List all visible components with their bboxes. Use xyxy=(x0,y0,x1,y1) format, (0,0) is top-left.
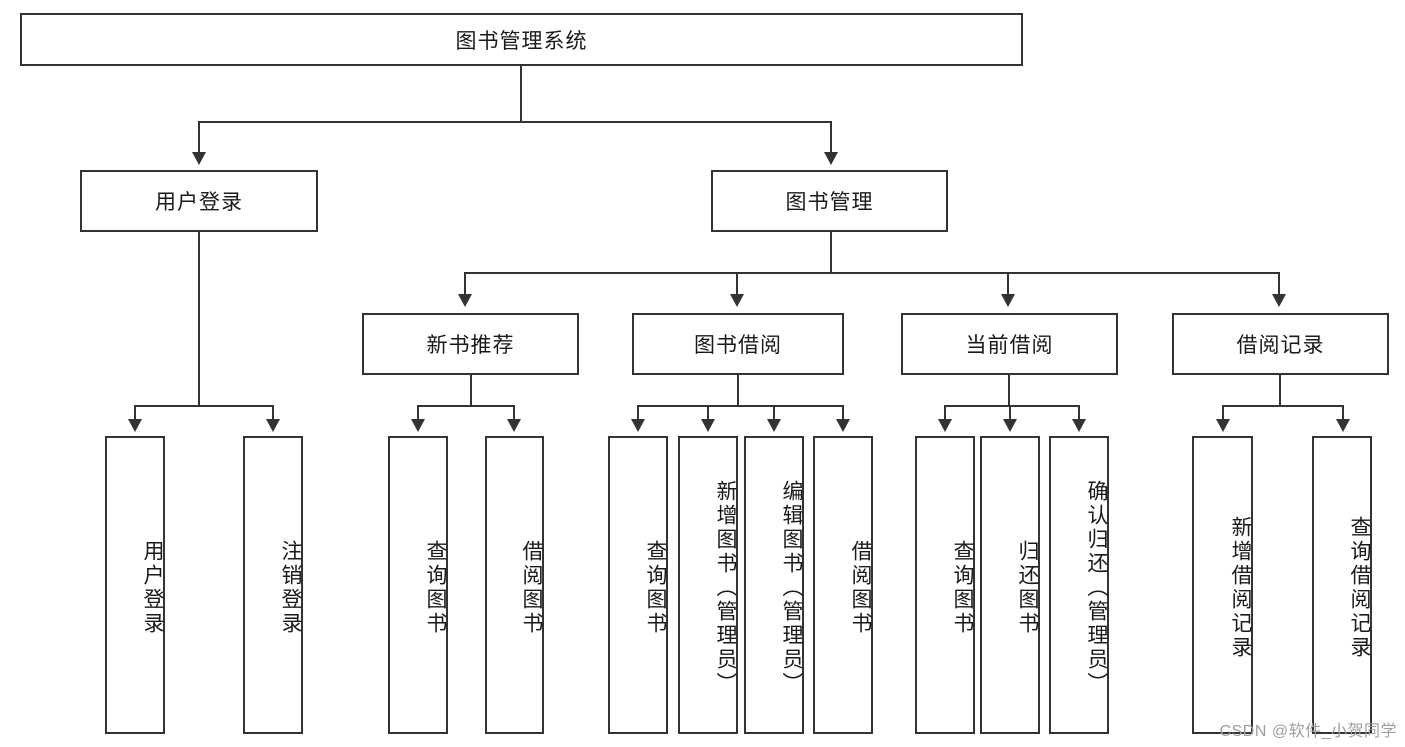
arrow-current-to-leaf3 xyxy=(1072,419,1086,432)
node-label: 用户登录 xyxy=(141,540,164,636)
arrow-root-to-login xyxy=(192,152,206,165)
node-label: 新增借阅记录 xyxy=(1229,516,1252,660)
edge-login-stem xyxy=(198,232,200,407)
edge-borrow-to-leaf2 xyxy=(707,405,709,421)
node-label: 用户登录 xyxy=(155,191,243,214)
node-label: 新书推荐 xyxy=(426,334,515,357)
node-label: 新增图书（管理员） xyxy=(714,480,737,696)
edge-newbooks-bus xyxy=(417,405,515,407)
leaf-confirm-return-admin[interactable]: 确认归还（管理员） xyxy=(1049,436,1109,734)
leaf-logout[interactable]: 注销登录 xyxy=(243,436,303,734)
leaf-return-books[interactable]: 归还图书 xyxy=(980,436,1040,734)
edge-current-stem xyxy=(1008,375,1010,407)
edge-newbooks-to-leaf1 xyxy=(417,405,419,421)
edge-current-to-leaf1 xyxy=(944,405,946,421)
node-current-borrow[interactable]: 当前借阅 xyxy=(901,313,1118,375)
edge-records-to-leaf2 xyxy=(1342,405,1344,421)
node-label: 编辑图书（管理员） xyxy=(780,480,803,696)
edge-borrow-to-leaf1 xyxy=(637,405,639,421)
node-label: 图书管理 xyxy=(785,191,874,214)
node-borrow-records[interactable]: 借阅记录 xyxy=(1172,313,1389,375)
node-label: 查询借阅记录 xyxy=(1348,516,1371,660)
leaf-borrow-books-recommend[interactable]: 借阅图书 xyxy=(485,436,544,734)
arrow-bookmgmt-to-borrow xyxy=(730,294,744,307)
node-label: 查询图书 xyxy=(951,540,974,636)
edge-records-stem xyxy=(1279,375,1281,407)
leaf-query-books-current[interactable]: 查询图书 xyxy=(915,436,975,734)
arrow-root-to-bookmgmt xyxy=(824,152,838,165)
edge-bookmgmt-to-borrow xyxy=(736,272,738,296)
arrow-login-to-leaf1 xyxy=(128,419,142,432)
arrow-records-to-leaf2 xyxy=(1336,419,1350,432)
leaf-query-books-recommend[interactable]: 查询图书 xyxy=(388,436,448,734)
edge-newbooks-stem xyxy=(470,375,472,407)
arrow-borrow-to-leaf4 xyxy=(836,419,850,432)
leaf-borrow-books[interactable]: 借阅图书 xyxy=(813,436,873,734)
node-label: 当前借阅 xyxy=(965,334,1054,357)
edge-newbooks-to-leaf2 xyxy=(513,405,515,421)
arrow-records-to-leaf1 xyxy=(1216,419,1230,432)
arrow-newbooks-to-leaf1 xyxy=(411,419,425,432)
node-label: 借阅记录 xyxy=(1236,334,1325,357)
edge-root-to-login xyxy=(198,121,200,155)
leaf-add-borrow-record[interactable]: 新增借阅记录 xyxy=(1192,436,1253,734)
node-label: 图书管理系统 xyxy=(455,29,588,53)
edge-borrow-to-leaf4 xyxy=(842,405,844,421)
node-label: 借阅图书 xyxy=(520,540,543,636)
edge-current-to-leaf2 xyxy=(1009,405,1011,421)
leaf-query-books-borrow[interactable]: 查询图书 xyxy=(608,436,668,734)
edge-bookmgmt-stem xyxy=(830,232,832,274)
arrow-newbooks-to-leaf2 xyxy=(507,419,521,432)
edge-bookmgmt-to-records xyxy=(1278,272,1280,296)
edge-current-bus xyxy=(944,405,1079,407)
node-label: 查询图书 xyxy=(424,540,447,636)
leaf-edit-book-admin[interactable]: 编辑图书（管理员） xyxy=(744,436,804,734)
arrow-bookmgmt-to-current xyxy=(1001,294,1015,307)
edge-root-to-bookmgmt xyxy=(830,121,832,155)
node-label: 确认归还（管理员） xyxy=(1085,480,1108,696)
node-user-login[interactable]: 用户登录 xyxy=(80,170,318,232)
arrow-bookmgmt-to-records xyxy=(1272,294,1286,307)
edge-bookmgmt-bus xyxy=(464,272,1280,274)
leaf-add-book-admin[interactable]: 新增图书（管理员） xyxy=(678,436,738,734)
node-label: 借阅图书 xyxy=(849,540,872,636)
arrow-borrow-to-leaf1 xyxy=(631,419,645,432)
node-label: 查询图书 xyxy=(644,540,667,636)
node-book-borrow[interactable]: 图书借阅 xyxy=(632,313,844,375)
node-root-system[interactable]: 图书管理系统 xyxy=(20,13,1023,66)
arrow-borrow-to-leaf2 xyxy=(701,419,715,432)
node-label: 归还图书 xyxy=(1016,540,1039,636)
edge-current-to-leaf3 xyxy=(1078,405,1080,421)
arrow-bookmgmt-to-newbooks xyxy=(458,294,472,307)
edge-borrow-bus xyxy=(637,405,844,407)
edge-login-to-leaf2 xyxy=(272,405,274,421)
edge-bookmgmt-to-newbooks xyxy=(464,272,466,296)
node-label: 注销登录 xyxy=(279,540,302,636)
node-book-management[interactable]: 图书管理 xyxy=(711,170,948,232)
edge-root-bus xyxy=(198,121,832,123)
edge-bookmgmt-to-current xyxy=(1007,272,1009,296)
edge-borrow-to-leaf3 xyxy=(773,405,775,421)
leaf-user-login[interactable]: 用户登录 xyxy=(105,436,165,734)
edge-records-bus xyxy=(1222,405,1343,407)
leaf-query-borrow-record[interactable]: 查询借阅记录 xyxy=(1312,436,1372,734)
arrow-borrow-to-leaf3 xyxy=(767,419,781,432)
node-new-book-recommend[interactable]: 新书推荐 xyxy=(362,313,579,375)
edge-login-bus xyxy=(134,405,274,407)
edge-records-to-leaf1 xyxy=(1222,405,1224,421)
arrow-login-to-leaf2 xyxy=(266,419,280,432)
arrow-current-to-leaf1 xyxy=(938,419,952,432)
edge-login-to-leaf1 xyxy=(134,405,136,421)
edge-root-stem xyxy=(520,66,522,122)
arrow-current-to-leaf2 xyxy=(1003,419,1017,432)
node-label: 图书借阅 xyxy=(694,334,782,357)
edge-borrow-stem xyxy=(737,375,739,407)
watermark: CSDN @软件_小贺同学 xyxy=(1219,723,1397,740)
